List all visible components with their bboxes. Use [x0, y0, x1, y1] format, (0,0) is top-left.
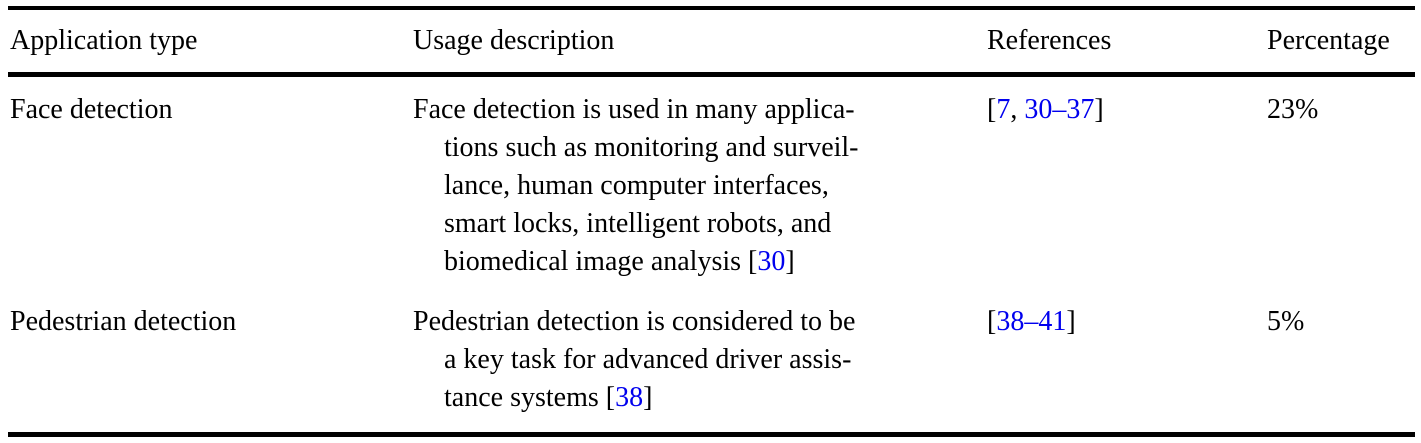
column-header-references: References	[987, 25, 1112, 56]
application-type-cell: Face detection	[10, 94, 173, 125]
text-segment: ]	[1066, 306, 1076, 337]
citation-link[interactable]: 7	[996, 94, 1011, 125]
text-segment: [	[987, 306, 997, 337]
text-segment: smart locks, intelligent robots, and	[444, 208, 832, 239]
description-line: tions such as monitoring and surveil-	[413, 129, 985, 167]
citation-link[interactable]: 38	[615, 382, 644, 413]
column-header-application-type: Application type	[10, 25, 198, 56]
applications-table: Application type Usage description Refer…	[8, 6, 1415, 437]
table-header-rule	[8, 72, 1415, 77]
table-row-pedestrian-detection: Pedestrian detection Pedestrian detectio…	[8, 303, 1415, 417]
description-line: Face detection is used in many applica-	[413, 91, 985, 129]
citation-link[interactable]: 30–37	[1024, 94, 1095, 125]
text-segment: a key task for advanced driver assis-	[444, 344, 852, 375]
table-bottom-rule	[8, 432, 1415, 437]
table-header-row: Application type Usage description Refer…	[8, 10, 1415, 72]
percentage-cell: 23%	[1267, 94, 1319, 125]
table-row-face-detection: Face detection Face detection is used in…	[8, 91, 1415, 281]
text-segment: Face detection is used in many applica-	[413, 94, 855, 125]
text-segment: tions such as monitoring and surveil-	[444, 132, 859, 163]
usage-description-cell: Pedestrian detection is considered to be…	[411, 303, 985, 417]
column-header-percentage: Percentage	[1267, 25, 1390, 56]
description-line: a key task for advanced driver assis-	[413, 341, 985, 379]
application-type-cell: Pedestrian detection	[10, 306, 237, 337]
text-segment: [	[987, 94, 997, 125]
table-top-rule	[8, 6, 1415, 10]
text-segment: ]	[785, 246, 795, 277]
text-segment: ]	[1094, 94, 1104, 125]
text-segment: biomedical image analysis [	[444, 246, 758, 277]
table-body: Face detection Face detection is used in…	[8, 77, 1415, 432]
text-segment: ,	[1010, 94, 1025, 125]
references-cell: [7, 30–37]	[985, 91, 1265, 281]
description-line: Pedestrian detection is considered to be	[413, 303, 985, 341]
percentage-cell: 5%	[1267, 306, 1305, 337]
citation-link[interactable]: 30	[757, 246, 786, 277]
description-line: biomedical image analysis [30]	[413, 243, 985, 281]
text-segment: tance systems [	[444, 382, 616, 413]
references-cell: [38–41]	[985, 303, 1265, 417]
description-line: smart locks, intelligent robots, and	[413, 205, 985, 243]
text-segment: Pedestrian detection is considered to be	[413, 306, 856, 337]
description-line: tance systems [38]	[413, 379, 985, 417]
description-line: lance, human computer interfaces,	[413, 167, 985, 205]
text-segment: lance, human computer interfaces,	[444, 170, 829, 201]
usage-description-cell: Face detection is used in many applica-t…	[411, 91, 985, 281]
column-header-usage-description: Usage description	[413, 25, 615, 56]
text-segment: ]	[643, 382, 653, 413]
citation-link[interactable]: 38–41	[996, 306, 1067, 337]
